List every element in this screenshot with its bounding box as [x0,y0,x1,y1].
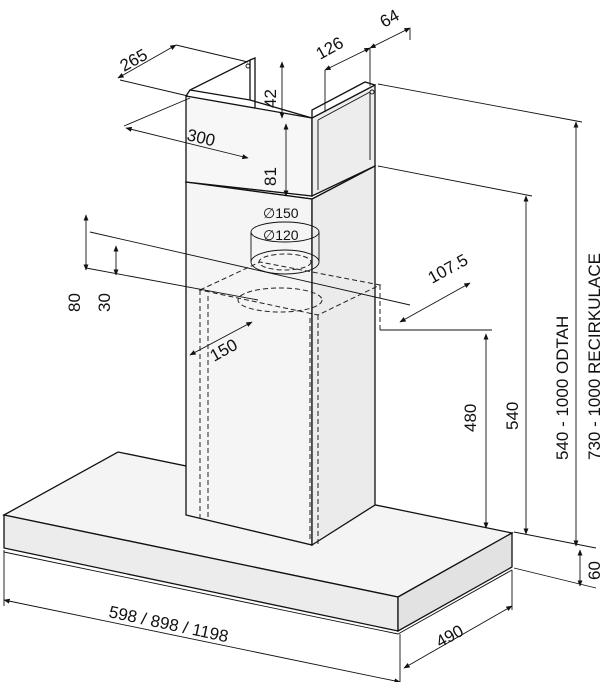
label-outlet-height-30: 30 [95,293,114,312]
label-depth: 490 [433,621,467,651]
upper-chimney [185,57,376,198]
label-upper-gap: 81 [261,167,280,186]
lower-chimney [184,149,377,547]
label-min-chimney: 540 [503,402,522,430]
label-chimney-top-depth: 265 [117,45,151,75]
internal-duct-hidden [198,221,382,545]
label-outlet-inner: ∅120 [263,227,299,243]
dimension-labels: 265 300 126 64 42 81 ∅150 ∅120 107.5 80 … [65,6,603,652]
label-canopy-height: 60 [585,561,603,580]
label-bracket-height: 42 [261,89,280,108]
label-bracket-width: 126 [313,33,347,63]
label-width-options: 598 / 898 / 1198 [107,602,230,646]
label-bracket-offset: 64 [377,6,403,32]
label-outlet-height-80: 80 [65,293,84,312]
label-outlet-offset-depth: 107.5 [425,250,471,287]
label-lower-height: 480 [461,404,480,432]
dimension-lines [3,27,597,682]
label-outlet-outer: ∅150 [263,205,299,221]
label-height-extraction: 540 - 1000 ODTAH [553,316,572,460]
label-height-recirculation: 730 - 1000 RECIRKULACE [585,253,603,460]
